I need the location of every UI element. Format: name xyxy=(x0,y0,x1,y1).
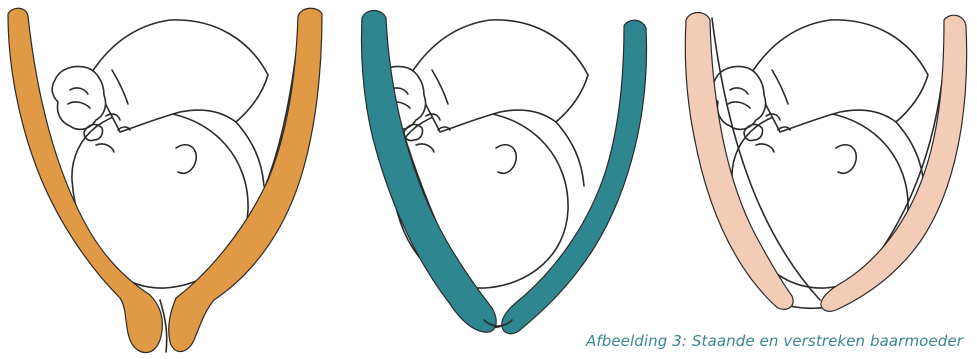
panel-teal xyxy=(362,11,647,334)
panel-peach xyxy=(685,13,966,312)
panel-orange xyxy=(8,8,322,352)
figure-caption: Afbeelding 3: Staande en verstreken baar… xyxy=(586,332,963,350)
